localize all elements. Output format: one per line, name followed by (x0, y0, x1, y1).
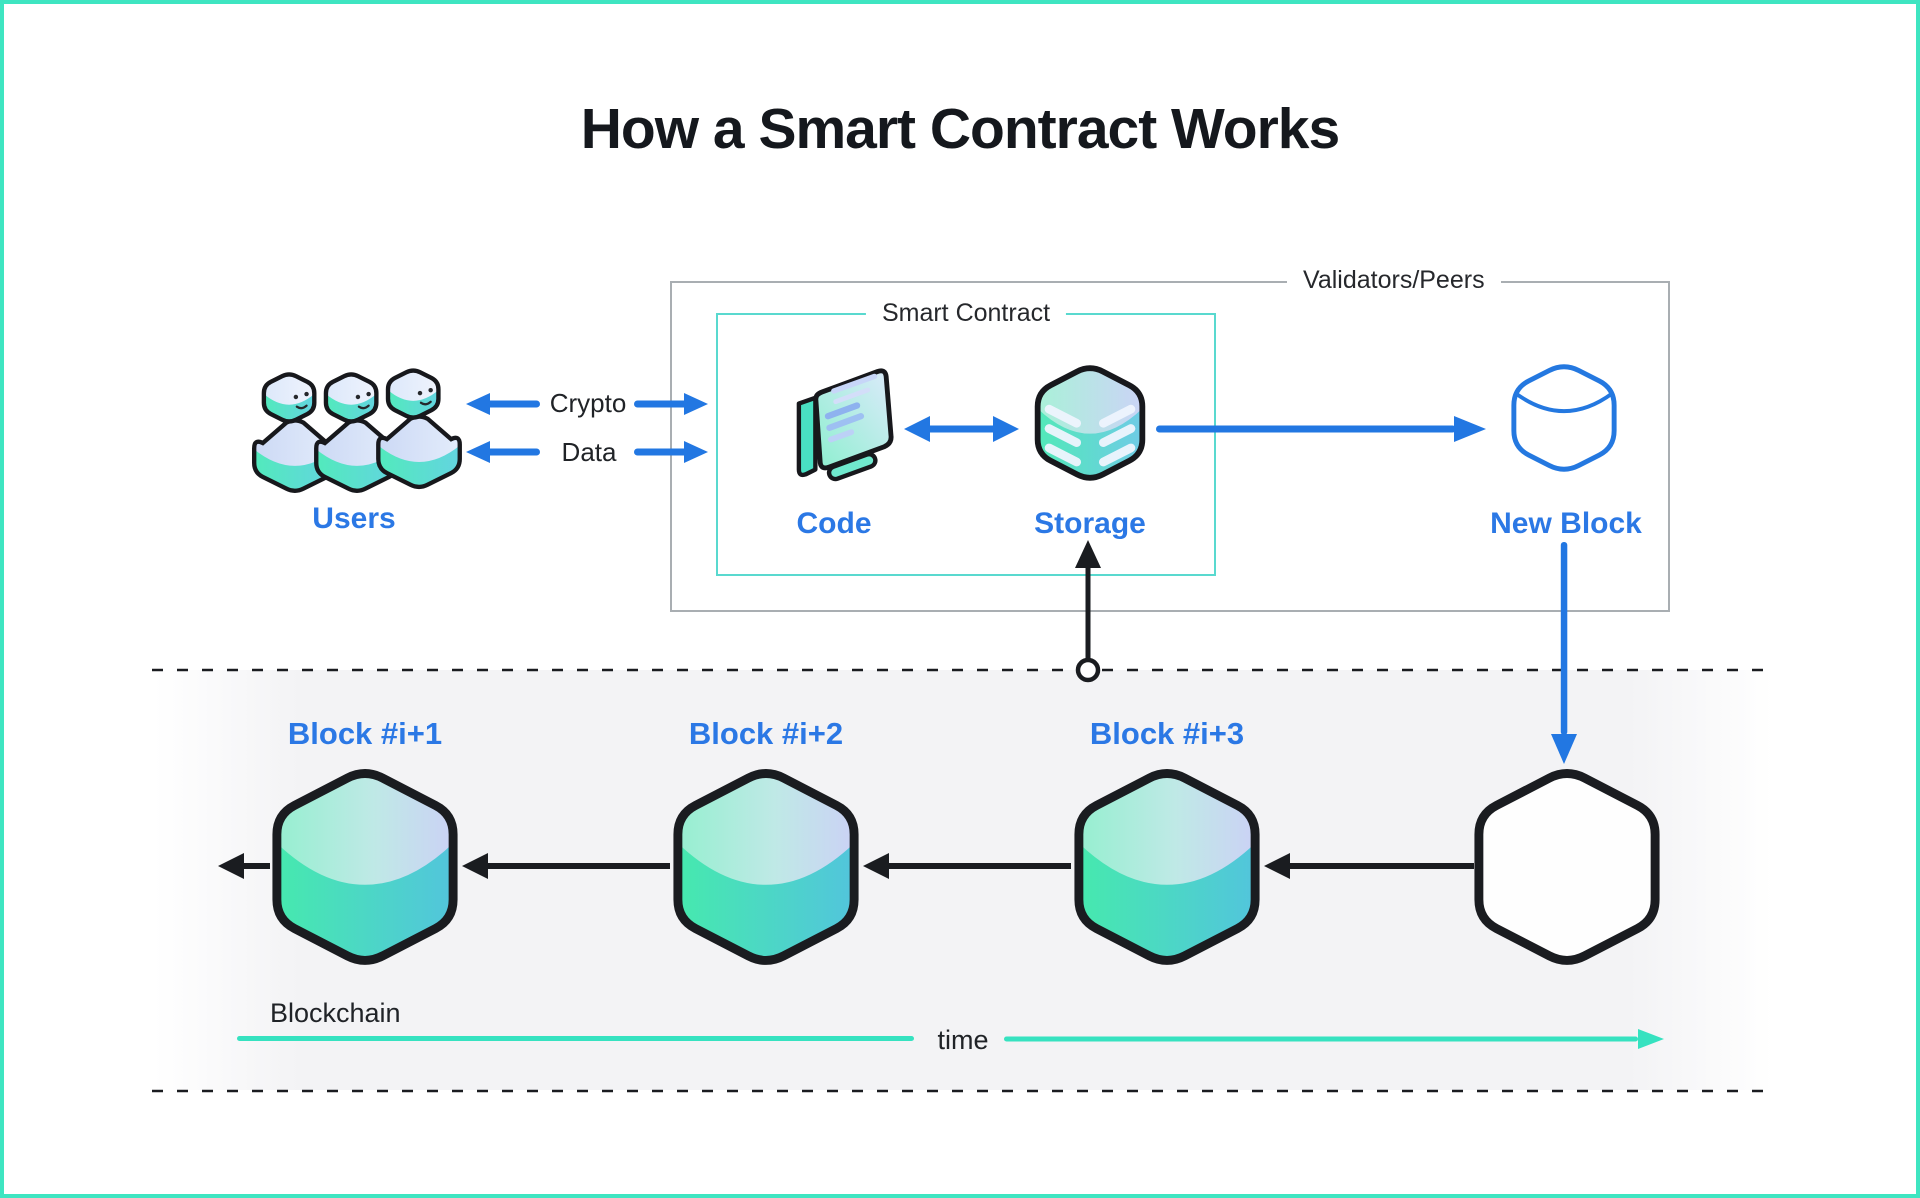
data-arrow-left-icon (466, 441, 540, 463)
block-cube-i2 (667, 764, 865, 968)
block-cube-new-empty (1468, 764, 1666, 968)
block-cube-i3 (1068, 764, 1266, 968)
dashed-divider-top (152, 668, 1774, 672)
chain-to-storage-arrow-icon (1075, 540, 1101, 683)
storage-cube-icon (1034, 365, 1146, 481)
chain-arrow-out-icon (218, 853, 270, 879)
validators-peers-label: Validators/Peers (1287, 266, 1501, 295)
crypto-arrow-right-icon (634, 393, 708, 415)
new-block-label: New Block (1490, 507, 1642, 540)
smart-contract-label: Smart Contract (865, 299, 1067, 328)
storage-label: Storage (1034, 507, 1146, 540)
users-cubes-icon (246, 364, 466, 492)
blockchain-label: Blockchain (270, 998, 401, 1028)
users-label: Users (312, 502, 396, 535)
chain-arrow-i3-i2-icon (863, 853, 1071, 879)
new-block-outline-cube-icon (1511, 364, 1617, 472)
block-i1-label: Block #i+1 (287, 716, 443, 751)
chain-arrow-i2-i1-icon (462, 853, 670, 879)
block-i2-label: Block #i+2 (688, 716, 844, 751)
data-label: Data (561, 437, 617, 467)
time-line-left-segment (237, 1036, 914, 1041)
storage-to-newblock-arrow-icon (1156, 416, 1486, 442)
time-arrow-icon (1004, 1029, 1664, 1049)
data-arrow-right-icon (634, 441, 708, 463)
code-monitor-icon (796, 368, 894, 482)
chain-arrow-new-i3-icon (1264, 853, 1474, 879)
block-cube-i1 (266, 764, 464, 968)
dashed-divider-bottom (152, 1089, 1774, 1093)
block-i3-label: Block #i+3 (1089, 716, 1245, 751)
time-label: time (937, 1025, 989, 1055)
crypto-label: Crypto (549, 388, 627, 418)
validators-peers-box (670, 281, 1670, 612)
code-label: Code (796, 507, 872, 540)
crypto-arrow-left-icon (466, 393, 540, 415)
page-title: How a Smart Contract Works (580, 97, 1340, 161)
code-storage-double-arrow-icon (904, 416, 1019, 442)
newblock-down-arrow-icon (1551, 542, 1577, 764)
